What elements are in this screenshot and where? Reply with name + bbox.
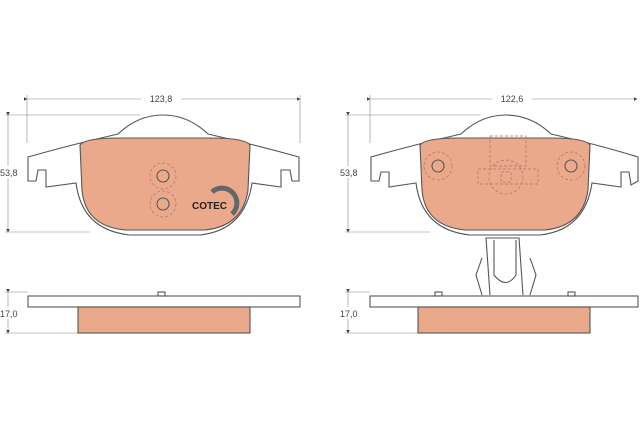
right-pad-front-view: 122,6 53,8 — [338, 92, 639, 296]
left-backing-plate — [27, 114, 300, 236]
left-friction-material — [79, 137, 251, 231]
right-pad-side-view: 17,0 — [338, 289, 639, 334]
left-height-label: 53,8 — [0, 168, 18, 178]
right-thickness-label: 17,0 — [340, 309, 358, 319]
spring-clip — [475, 237, 537, 296]
left-pad-side-view: 17,0 — [0, 289, 301, 334]
right-backing-plate — [370, 114, 639, 236]
right-height-label: 53,8 — [340, 168, 358, 178]
left-pad-front-view: 123,8 53,8 COTEC — [0, 92, 301, 236]
right-width-label: 122,6 — [501, 94, 524, 104]
cotec-logo: COTEC — [192, 185, 240, 216]
svg-text:COTEC: COTEC — [192, 201, 227, 212]
left-width-label: 123,8 — [150, 94, 173, 104]
left-thickness-label: 17,0 — [0, 309, 18, 319]
